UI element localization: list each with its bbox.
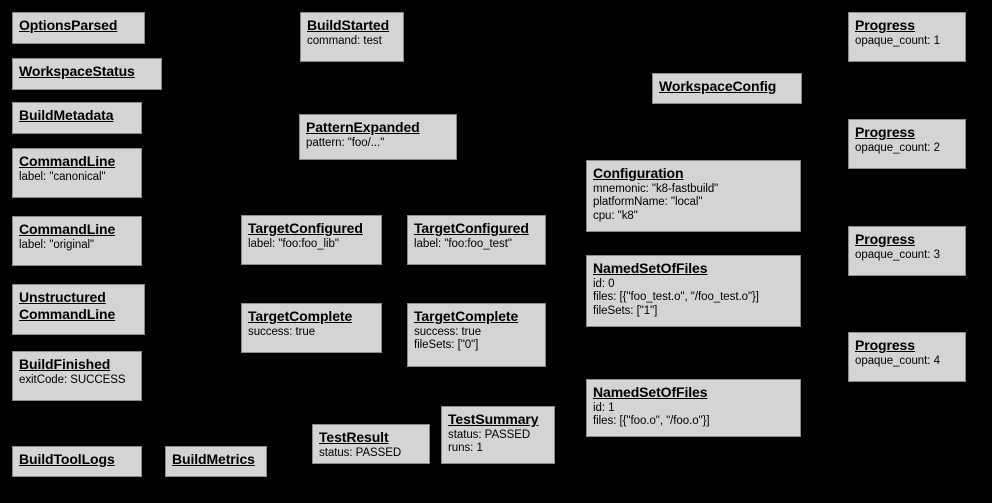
node-workspace-status[interactable]: WorkspaceStatus bbox=[12, 58, 162, 90]
node-title: OptionsParsed bbox=[19, 17, 118, 33]
node-title: TestSummary bbox=[448, 411, 539, 427]
node-title: CommandLine bbox=[19, 221, 116, 237]
node-fields: label: "foo:foo_test" bbox=[414, 237, 512, 250]
node-fields: label: "foo:foo_lib" bbox=[248, 237, 339, 250]
node-fields: status: PASSED runs: 1 bbox=[448, 428, 531, 455]
node-fields: opaque_count: 2 bbox=[855, 141, 940, 154]
node-fields: pattern: "foo/..." bbox=[306, 136, 385, 149]
node-fields: success: true bbox=[248, 325, 316, 338]
node-title: Progress bbox=[855, 124, 915, 140]
node-title: Progress bbox=[855, 231, 915, 247]
node-title: BuildMetadata bbox=[19, 107, 114, 123]
node-fields: command: test bbox=[307, 34, 382, 47]
node-title: BuildFinished bbox=[19, 356, 111, 372]
node-fields: opaque_count: 3 bbox=[855, 248, 940, 261]
node-title: NamedSetOfFiles bbox=[593, 384, 708, 400]
node-options-parsed[interactable]: OptionsParsed bbox=[12, 12, 145, 44]
node-title: BuildStarted bbox=[307, 17, 390, 33]
node-title: WorkspaceStatus bbox=[19, 63, 135, 79]
node-title: TargetConfigured bbox=[248, 220, 363, 236]
node-unstructured-command-line[interactable]: Unstructured CommandLine bbox=[12, 284, 145, 335]
node-fields: label: "canonical" bbox=[19, 170, 106, 183]
node-fields: status: PASSED bbox=[319, 446, 402, 459]
node-title: TargetComplete bbox=[248, 308, 353, 324]
node-title: CommandLine bbox=[19, 153, 116, 169]
node-build-metadata[interactable]: BuildMetadata bbox=[12, 102, 142, 134]
node-title: BuildToolLogs bbox=[19, 451, 115, 467]
node-title: Progress bbox=[855, 17, 915, 33]
node-title: Progress bbox=[855, 337, 915, 353]
node-fields: exitCode: SUCCESS bbox=[19, 373, 126, 386]
node-fields: label: "original" bbox=[19, 238, 95, 251]
node-title: TestResult bbox=[319, 429, 389, 445]
node-title: NamedSetOfFiles bbox=[593, 260, 708, 276]
node-title: TargetConfigured bbox=[414, 220, 529, 236]
node-fields: opaque_count: 1 bbox=[855, 34, 940, 47]
node-build-metrics[interactable]: BuildMetrics bbox=[165, 446, 267, 477]
node-build-tool-logs[interactable]: BuildToolLogs bbox=[12, 446, 142, 477]
node-title: PatternExpanded bbox=[306, 119, 420, 135]
node-workspace-config[interactable]: WorkspaceConfig bbox=[652, 73, 802, 104]
node-fields: opaque_count: 4 bbox=[855, 354, 940, 367]
node-title: WorkspaceConfig bbox=[659, 78, 777, 94]
node-fields: success: true fileSets: ["0"] bbox=[414, 325, 482, 352]
node-title: Unstructured CommandLine bbox=[19, 289, 116, 322]
node-title: TargetComplete bbox=[414, 308, 519, 324]
node-fields: mnemonic: "k8-fastbuild" platformName: "… bbox=[593, 182, 719, 222]
node-title: BuildMetrics bbox=[172, 451, 255, 467]
node-fields: id: 0 files: [{"foo_test.o", "/foo_test.… bbox=[593, 277, 759, 317]
node-fields: id: 1 files: [{"foo.o", "/foo.o"}] bbox=[593, 401, 710, 428]
node-title: Configuration bbox=[593, 165, 684, 181]
